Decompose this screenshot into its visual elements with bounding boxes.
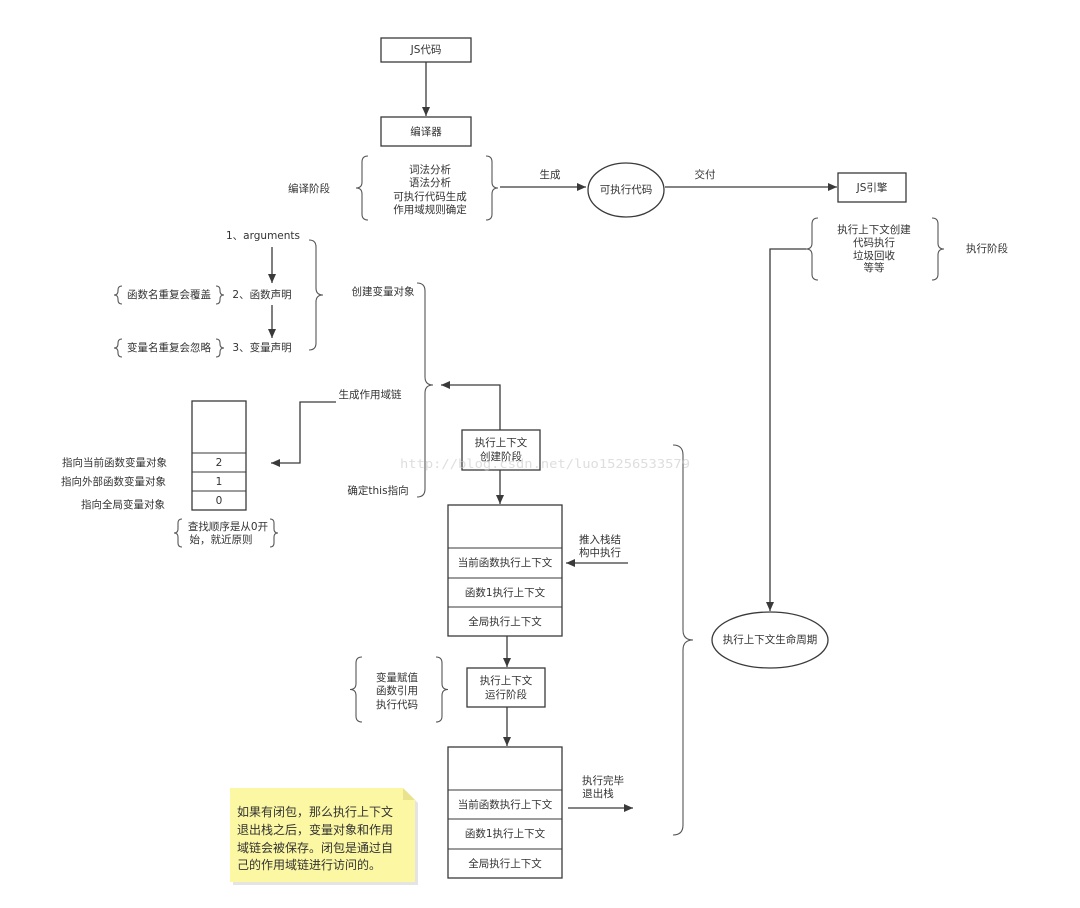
closure-note-line3: 域链会被保存。闭包是通过自	[237, 840, 393, 855]
compile-phase: JS代码 编译器 编译阶段 词法分析 语法分析 可执行代码生成 作用域规则确定 …	[288, 37, 907, 221]
scope-chain-stack-box	[191, 400, 247, 511]
pop-stack-current: 当前函数执行上下文	[458, 798, 553, 811]
arrow-to-scope-chain-stack	[271, 401, 336, 467]
function-note: 函数名重复会覆盖	[127, 288, 211, 301]
scope-chain-label: 生成作用域链	[339, 388, 402, 401]
execution-steps-left-brace	[805, 217, 819, 281]
js-engine-label: JS引擎	[856, 181, 888, 194]
push-label-line2: 构中执行	[579, 546, 621, 559]
push-stack-box	[447, 504, 563, 637]
deliver-label: 交付	[695, 168, 716, 181]
this-binding-label: 确定this指向	[347, 484, 408, 497]
executable-code-ellipse	[587, 162, 665, 218]
creation-phase-box-line1: 执行上下文	[475, 436, 528, 449]
watermark-text: http://blog.csdn.net/luo15256533579	[400, 457, 690, 471]
generate-label: 生成	[540, 168, 561, 181]
run-phase: 执行上下文 运行阶段 变量赋值 函数引用 执行代码	[349, 656, 546, 746]
variable-note-left-brace	[113, 338, 123, 358]
js-code-box	[380, 37, 472, 63]
closure-sticky-note: 如果有闭包，那么执行上下文 退出栈之后，变量对象和作用 域链会被保存。闭包是通过…	[230, 788, 418, 885]
compile-step-codegen: 可执行代码生成	[393, 190, 467, 203]
closure-note-line4: 己的作用域链进行访问的。	[237, 857, 381, 872]
js-engine-box	[837, 172, 907, 203]
scope-label-outer: 指向外部函数变量对象	[61, 475, 166, 488]
variable-object-creation: 1、arguments 2、函数声明 函数名重复会覆盖 3、变量声明 变量名重复…	[113, 230, 415, 358]
scope-note-right-brace	[269, 518, 279, 548]
scope-cell-0: 0	[216, 495, 223, 507]
arrow-to-lifecycle	[766, 248, 806, 611]
vo-step-function-declaration: 2、函数声明	[232, 288, 291, 301]
function-note-right-brace	[215, 285, 225, 305]
closure-note-line2: 退出栈之后，变量对象和作用	[237, 822, 393, 837]
scope-note-left-brace	[173, 518, 183, 548]
scope-note-line2: 始，就近原则	[190, 533, 253, 546]
execution-steps-right-brace	[931, 217, 945, 281]
scope-note-line1: 查找顺序是从0开	[188, 520, 268, 533]
execution-step-run-code: 代码执行	[853, 236, 895, 249]
scope-chain-stack: 2 1 0 指向当前函数变量对象 指向外部函数变量对象 指向全局变量对象 查找顺…	[61, 400, 279, 548]
compile-step-syntax: 语法分析	[409, 176, 451, 189]
pop-label-line2: 退出栈	[582, 787, 614, 800]
pop-stack-function1: 函数1执行上下文	[465, 827, 546, 840]
run-phase-box	[466, 667, 546, 708]
variable-object-brace	[308, 239, 324, 351]
pop-label-line1: 执行完毕	[582, 774, 624, 787]
scope-label-current: 指向当前函数变量对象	[62, 456, 167, 469]
scope-label-global: 指向全局变量对象	[81, 498, 165, 511]
run-phase-box-line2: 运行阶段	[485, 688, 527, 701]
sticky-note-fold	[403, 788, 415, 800]
compile-steps-right-brace	[485, 155, 499, 221]
run-step-assign: 变量赋值	[376, 671, 418, 684]
run-steps-right-brace	[435, 656, 449, 723]
variable-note: 变量名重复会忽略	[127, 341, 211, 354]
push-label-line1: 推入栈结	[579, 533, 621, 546]
creation-phase-brace	[416, 282, 434, 498]
execution-phase: 执行上下文创建 代码执行 垃圾回收 等等 执行阶段 执行上下文生命周期	[672, 217, 1008, 836]
execution-step-create-context: 执行上下文创建	[837, 223, 911, 236]
lifecycle-big-brace	[672, 444, 694, 836]
vo-step-variable-declaration: 3、变量声明	[232, 341, 291, 354]
run-phase-box-line1: 执行上下文	[480, 674, 533, 687]
creation-phase-box-line2: 创建阶段	[480, 450, 522, 463]
execution-step-etc: 等等	[864, 261, 885, 274]
execution-phase-label: 执行阶段	[966, 242, 1008, 255]
compile-step-lexical: 词法分析	[409, 163, 451, 176]
run-step-function-ref: 函数引用	[376, 684, 418, 697]
compile-steps-left-brace	[355, 155, 369, 221]
run-steps-left-brace	[349, 656, 363, 723]
creation-phase-box	[461, 429, 541, 471]
pop-stack-box	[447, 746, 563, 879]
create-variable-object-label: 创建变量对象	[352, 285, 415, 298]
creation-phase: 生成作用域链 确定this指向 执行上下文 创建阶段	[271, 282, 541, 504]
closure-note-line1: 如果有闭包，那么执行上下文	[237, 804, 393, 819]
compile-phase-label: 编译阶段	[288, 182, 330, 195]
execution-step-gc: 垃圾回收	[853, 249, 895, 262]
compiler-label: 编译器	[410, 125, 442, 138]
function-note-left-brace	[113, 285, 123, 305]
arrow-creation-to-brace	[441, 381, 501, 430]
push-stack-function1: 函数1执行上下文	[465, 586, 546, 599]
compiler-box	[380, 116, 472, 147]
execution-stack-push: 当前函数执行上下文 函数1执行上下文 全局执行上下文 推入栈结 构中执行	[447, 504, 628, 667]
scope-cell-2: 2	[216, 457, 223, 469]
executable-code-label: 可执行代码	[600, 183, 653, 196]
compile-step-scope-rules: 作用域规则确定	[393, 203, 467, 216]
variable-note-right-brace	[215, 338, 225, 358]
push-stack-current: 当前函数执行上下文	[458, 556, 553, 569]
lifecycle-label: 执行上下文生命周期	[723, 633, 818, 646]
sticky-note-body	[230, 788, 415, 882]
scope-cell-1: 1	[216, 476, 223, 488]
pop-stack-global: 全局执行上下文	[468, 857, 542, 870]
push-stack-global: 全局执行上下文	[468, 615, 542, 628]
run-step-execute: 执行代码	[376, 698, 418, 711]
js-code-label: JS代码	[410, 44, 442, 56]
vo-step-arguments: 1、arguments	[226, 230, 300, 242]
lifecycle-ellipse	[711, 611, 829, 669]
execution-stack-pop: 当前函数执行上下文 函数1执行上下文 全局执行上下文 执行完毕 退出栈	[447, 746, 633, 879]
